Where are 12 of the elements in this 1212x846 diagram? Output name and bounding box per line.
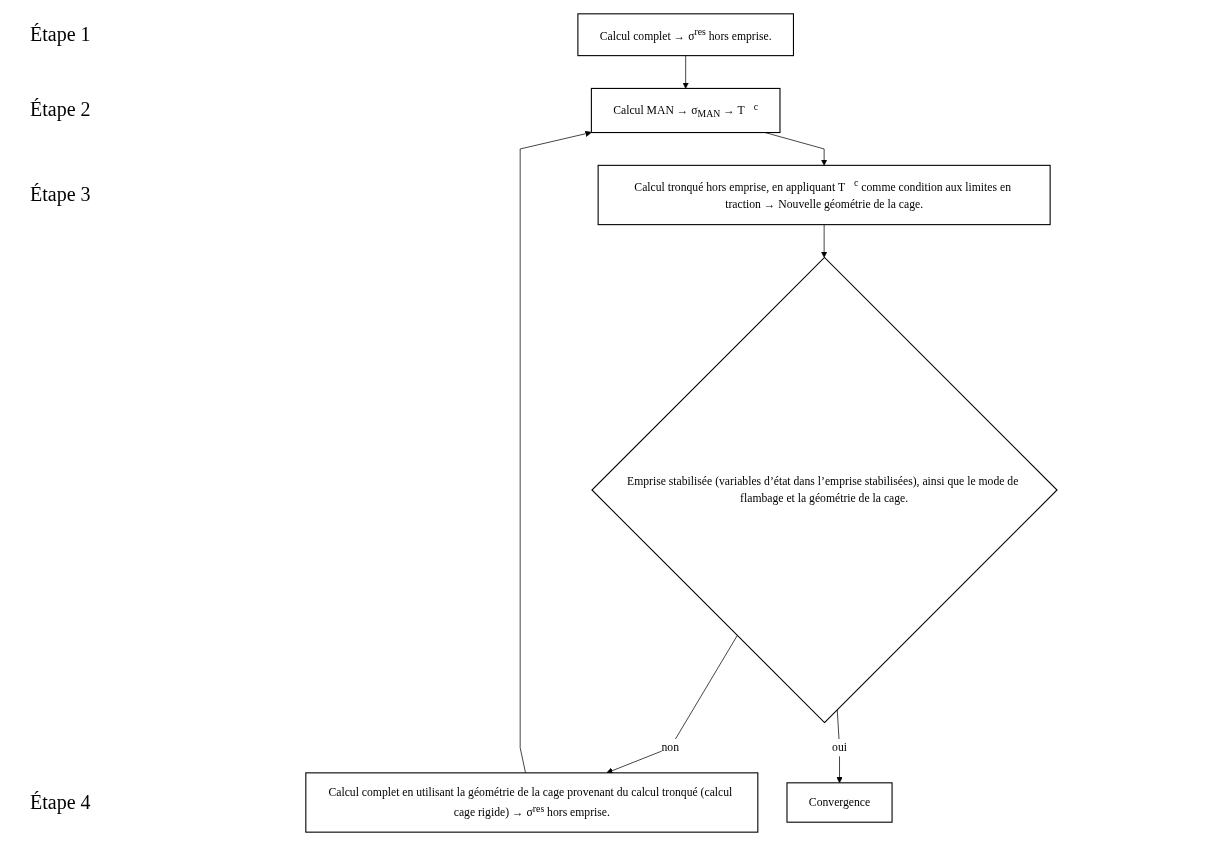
node-box: Calcul complet → σ$^{res}$ hors emprise. <box>576 13 794 57</box>
edge-label: oui <box>831 741 847 754</box>
node-box: Convergence <box>786 782 893 823</box>
step-label: Étape 4 <box>30 790 91 814</box>
step-label: Étape 2 <box>30 98 91 122</box>
node-box: Calcul complet en utilisant la géométrie de la cage provenant du calcul tronqué (calcul cage rigide) → σ$^{res}$ hors emprise. <box>304 772 758 833</box>
step-label: Étape 3 <box>30 183 91 206</box>
node-box: Calcul tronqué hors emprise, en appliquant T⃗$^{c}$ comme condition aux limites en traction → Nouvelle géométrie de la cage. <box>597 164 1051 226</box>
node-box: Calcul MAN → σ$_{MAN}$ → T⃗$^{c}$ <box>590 87 781 134</box>
edge-label: non <box>661 741 679 754</box>
node-diamond: Emprise stabilisée (variables d’état dans l’emprise stabilisées), ainsi que le mode de flambage et la géométrie de la cage. <box>590 256 1058 724</box>
step-label: Étape 1 <box>30 22 91 46</box>
